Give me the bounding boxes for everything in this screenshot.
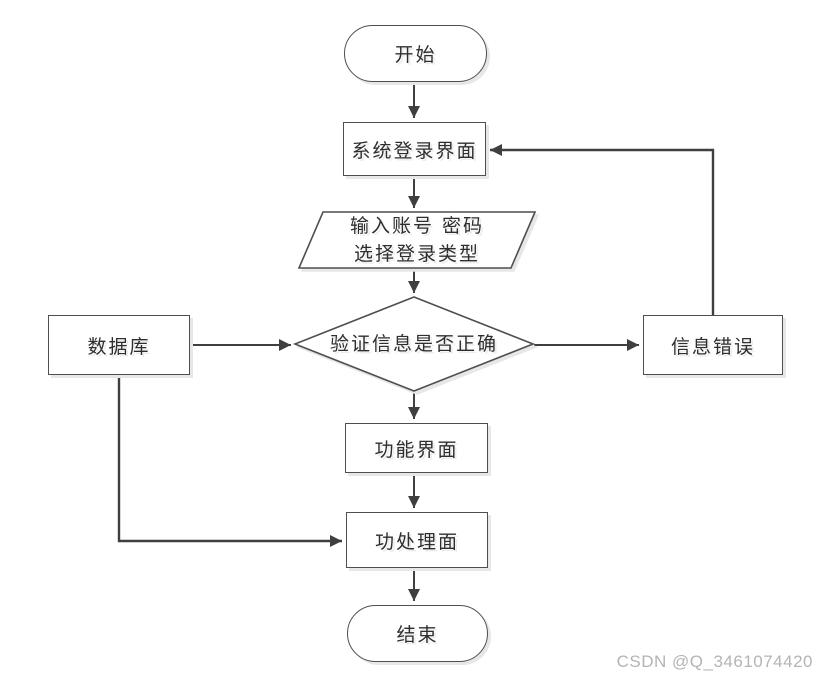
node-database-label: 数据库 [87, 335, 151, 358]
edge-error-to-login [490, 144, 715, 315]
node-function: 功能界面 [345, 423, 488, 473]
node-login-label: 系统登录界面 [351, 139, 478, 162]
node-function-label: 功能界面 [374, 438, 459, 461]
node-process-label: 功处理面 [374, 530, 459, 553]
node-start: 开始 [344, 25, 487, 82]
node-login: 系统登录界面 [343, 122, 486, 176]
csdn-watermark: CSDN @Q_3461074420 [616, 652, 813, 671]
node-error: 信息错误 [643, 315, 783, 375]
node-database: 数据库 [48, 315, 190, 375]
node-process: 功处理面 [346, 512, 488, 568]
node-end-label: 结束 [396, 624, 439, 646]
input-parallelogram [297, 211, 537, 269]
node-end: 结束 [347, 605, 488, 662]
node-start-label: 开始 [394, 44, 437, 66]
decision-diamond [292, 296, 536, 392]
node-error-label: 信息错误 [670, 335, 755, 358]
edge-database-to-process [117, 375, 342, 547]
